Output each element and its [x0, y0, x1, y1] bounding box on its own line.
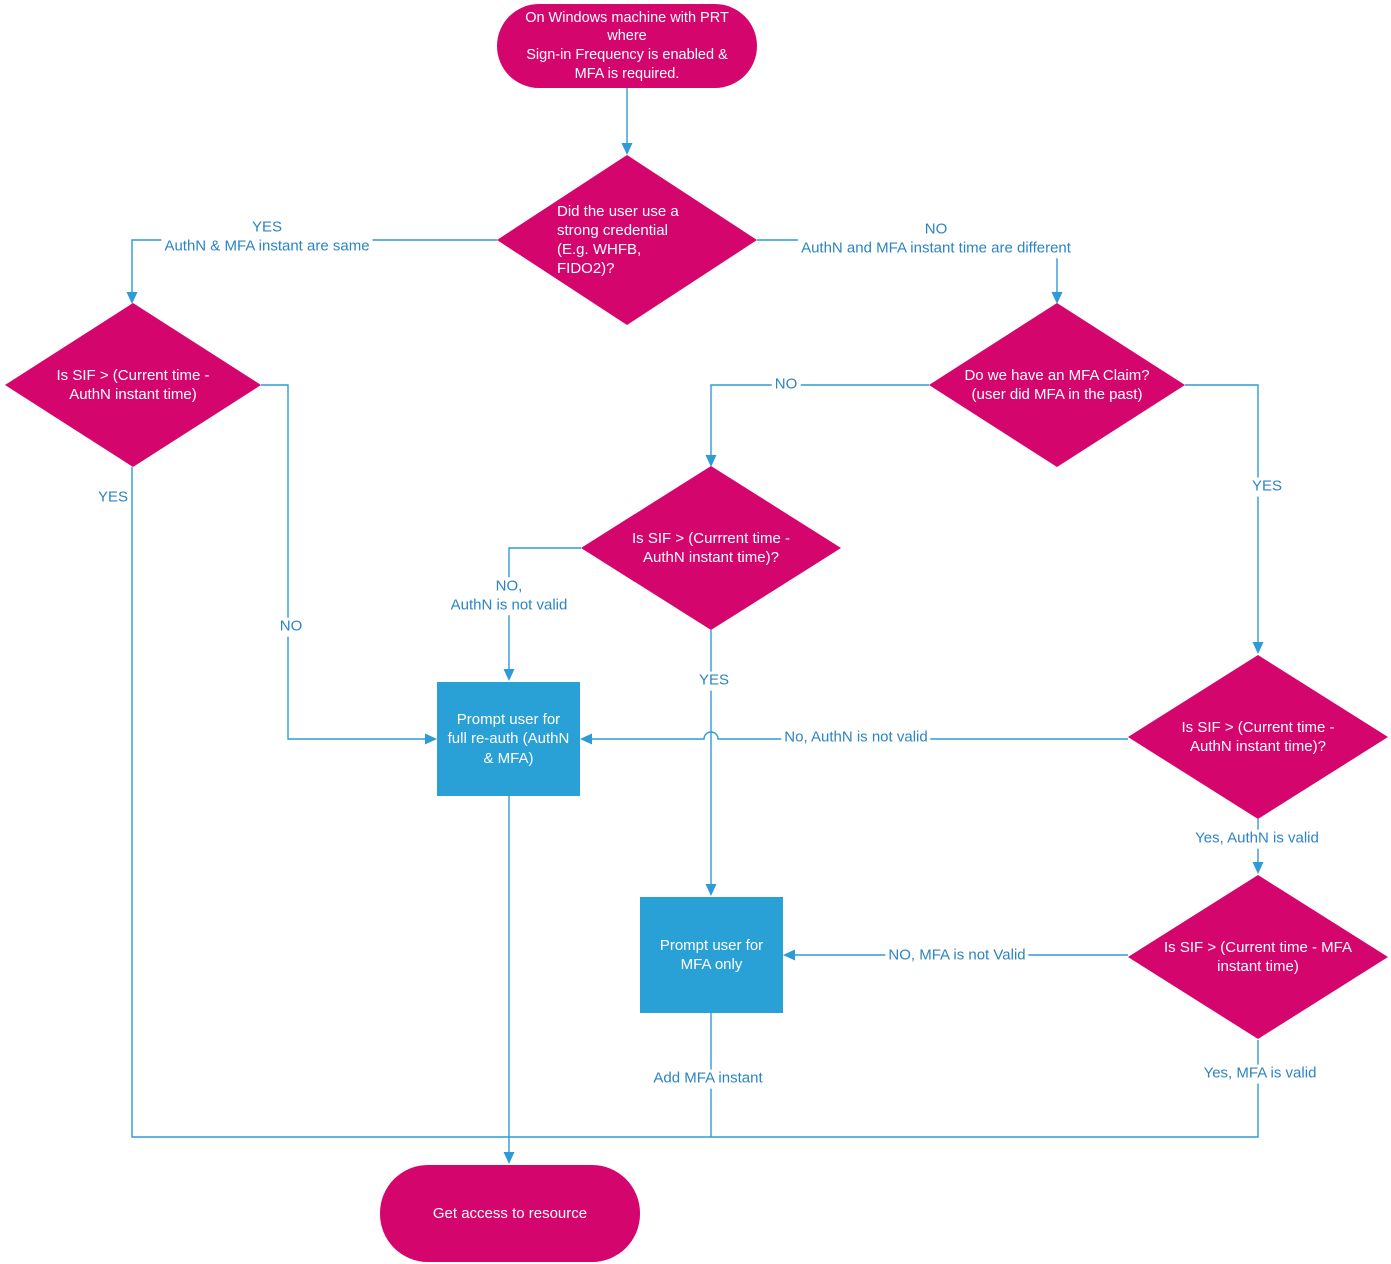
arrowhead-icon [621, 143, 633, 155]
process-full-reauth-label: Prompt user for full re-auth (AuthN & MF… [447, 711, 570, 767]
process-mfa-only-label: Prompt user for MFA only [659, 936, 764, 973]
edge-label-yes-authn-valid: Yes, AuthN is valid [1192, 829, 1322, 849]
arrowhead-icon [783, 949, 795, 961]
arrowhead-icon [1252, 862, 1264, 874]
arrowhead-icon [1252, 642, 1264, 654]
arrowhead-icon [705, 455, 717, 467]
start-node: On Windows machine with PRT where Sign-i… [497, 4, 757, 88]
decision-strong-credential-label: Did the user use a strong credential (E.… [557, 202, 679, 278]
arrowhead-icon [503, 1152, 515, 1164]
arrowhead-icon [1051, 292, 1063, 304]
edge-label-yes-claim: YES [1248, 477, 1286, 497]
edge-label-no-claim: NO [771, 375, 801, 395]
arrowhead-icon [126, 292, 138, 304]
edge-label-no-authn-invalid-right: No, AuthN is not valid [781, 728, 931, 748]
edge-bottom-bus [131, 467, 1259, 1138]
start-node-label: On Windows machine with PRT where Sign-i… [525, 9, 729, 82]
edge-label-no-different: NO AuthN and MFA instant time are differ… [798, 220, 1074, 258]
edge-no-claim [710, 384, 929, 455]
arrowhead-icon [580, 733, 592, 745]
edge-label-add-mfa-instant: Add MFA instant [650, 1069, 766, 1089]
arrowhead-icon [503, 669, 515, 681]
process-full-reauth: Prompt user for full re-auth (AuthN & MF… [437, 682, 580, 796]
end-node: Get access to resource [380, 1165, 640, 1262]
edge-label-yes-mid: YES [695, 671, 733, 691]
process-mfa-only: Prompt user for MFA only [640, 897, 783, 1013]
edge-label-no-left: NO [276, 617, 306, 637]
edge-label-yes-left: YES [94, 488, 132, 508]
end-node-label: Get access to resource [432, 1204, 588, 1222]
edge-no-authn-right [592, 731, 1128, 740]
decision-mfa-claim-label: Do we have an MFA Claim? (user did MFA i… [964, 366, 1150, 403]
decision-sif-authn-right-label: Is SIF > (Current time - AuthN instant t… [1181, 718, 1335, 755]
arrowhead-icon [705, 884, 717, 896]
decision-sif-authn-middle-label: Is SIF > (Currrent time - AuthN instant … [632, 529, 790, 566]
edge-label-no-authn-invalid-mid: NO, AuthN is not valid [447, 577, 571, 615]
edge-yes-claim [1185, 384, 1259, 642]
arrowhead-icon [425, 733, 437, 745]
decision-sif-authn-left-label: Is SIF > (Current time - AuthN instant t… [56, 366, 210, 403]
edge-no-left [261, 384, 425, 740]
edge-label-yes-same: YES AuthN & MFA instant are same [161, 218, 373, 256]
edge-yes-same [131, 239, 497, 292]
edge-label-yes-mfa-valid: Yes, MFA is valid [1200, 1064, 1320, 1084]
edge-label-no-mfa-invalid: NO, MFA is not Valid [885, 946, 1029, 966]
decision-sif-mfa-time-label: Is SIF > (Current time - MFA instant tim… [1164, 938, 1352, 975]
edge-no-authn-mid [508, 547, 581, 669]
